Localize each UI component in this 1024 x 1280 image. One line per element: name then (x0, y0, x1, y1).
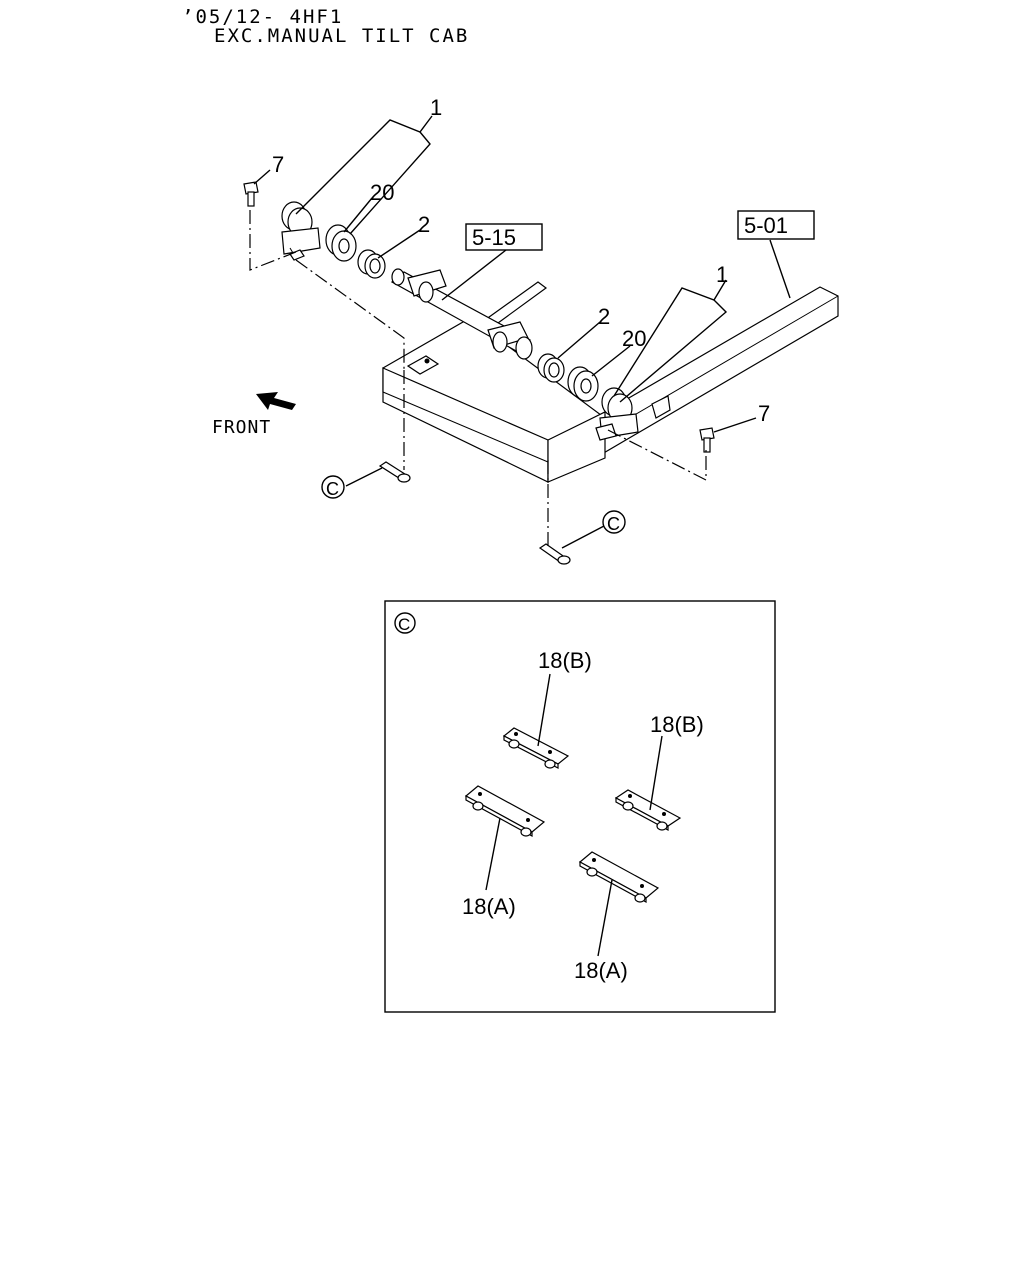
callout-1-left: 1 (430, 95, 442, 120)
circle-c-bottom (602, 510, 626, 534)
callout-1-right: 1 (716, 262, 728, 287)
detail-c-panel: C (384, 600, 776, 1013)
plate-18b-right (614, 789, 682, 832)
ref-5-01: 5-01 (744, 213, 788, 238)
front-arrow-icon: FRONT (212, 392, 296, 438)
right-cab-mount (537, 353, 715, 453)
header-line-2: EXC.MANUAL TILT CAB (214, 25, 470, 47)
ref-box-5-15 (465, 223, 543, 251)
plate-18a-bottom (578, 851, 660, 904)
callout-20-left: 20 (370, 180, 394, 205)
callout-c-left: C (326, 479, 339, 499)
clip-left (378, 461, 411, 483)
left-cab-mount (243, 181, 386, 279)
tilt-shaft (390, 268, 533, 360)
callout-c-bottom: C (607, 514, 620, 534)
label-18a-bottom: 18(A) (574, 958, 628, 983)
callout-7-right: 7 (758, 401, 770, 426)
plate-18a-left (464, 785, 546, 838)
ref-5-15: 5-15 (472, 225, 516, 250)
callout-7-left: 7 (272, 152, 284, 177)
detail-marker: C (398, 615, 410, 634)
label-18b-right: 18(B) (650, 712, 704, 737)
ref-box-5-01 (737, 210, 815, 240)
circle-c-left (321, 475, 345, 499)
callout-2-right: 2 (598, 304, 610, 329)
callout-2-left: 2 (418, 212, 430, 237)
front-label: FRONT (212, 417, 271, 438)
label-18a-left: 18(A) (462, 894, 516, 919)
callout-20-right: 20 (622, 326, 646, 351)
header-line-1: ’05/12- 4HF1 (182, 6, 344, 28)
label-18b-upper: 18(B) (538, 648, 592, 673)
leader-lines (249, 115, 791, 549)
plate-18b-upper (502, 727, 570, 769)
clip-bottom (538, 543, 571, 565)
